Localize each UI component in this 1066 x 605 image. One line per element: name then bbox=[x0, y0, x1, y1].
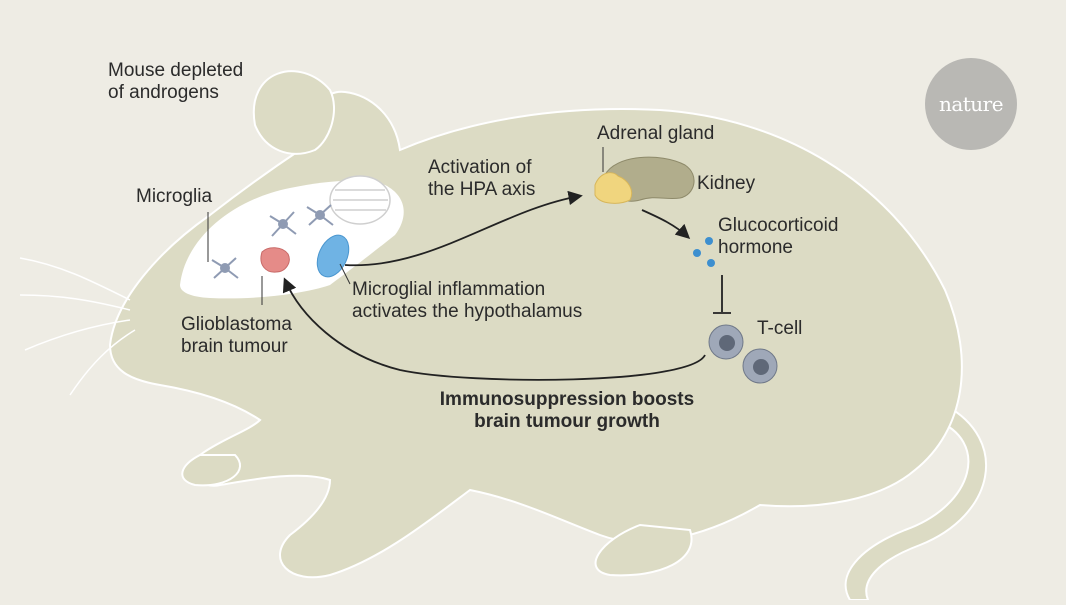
hormone-inhibits-tcell bbox=[713, 275, 731, 314]
cerebellum bbox=[329, 175, 391, 225]
whiskers bbox=[19, 257, 136, 396]
mouse-front-paw bbox=[181, 454, 241, 487]
immunosuppression-arrow bbox=[282, 277, 706, 381]
label-t-cell: T-cell bbox=[757, 318, 803, 339]
label-adrenal-gland: Adrenal gland bbox=[597, 123, 715, 144]
microglia-cells bbox=[211, 204, 334, 279]
adrenal-gland bbox=[594, 172, 633, 204]
hpa-activation-arrow bbox=[344, 190, 583, 267]
leader-lines bbox=[207, 147, 604, 305]
label-microglia: Microglia bbox=[136, 186, 213, 207]
glucocorticoid-dots bbox=[693, 237, 715, 267]
mouse-hind-paw bbox=[594, 523, 693, 577]
label-kidney: Kidney bbox=[697, 173, 756, 194]
glioblastoma-tumour bbox=[260, 247, 290, 273]
kidney-to-hormone-arrow bbox=[641, 209, 691, 239]
nature-logo: nature bbox=[925, 58, 1017, 150]
mouse-ear bbox=[252, 70, 335, 155]
t-cells bbox=[708, 324, 778, 384]
